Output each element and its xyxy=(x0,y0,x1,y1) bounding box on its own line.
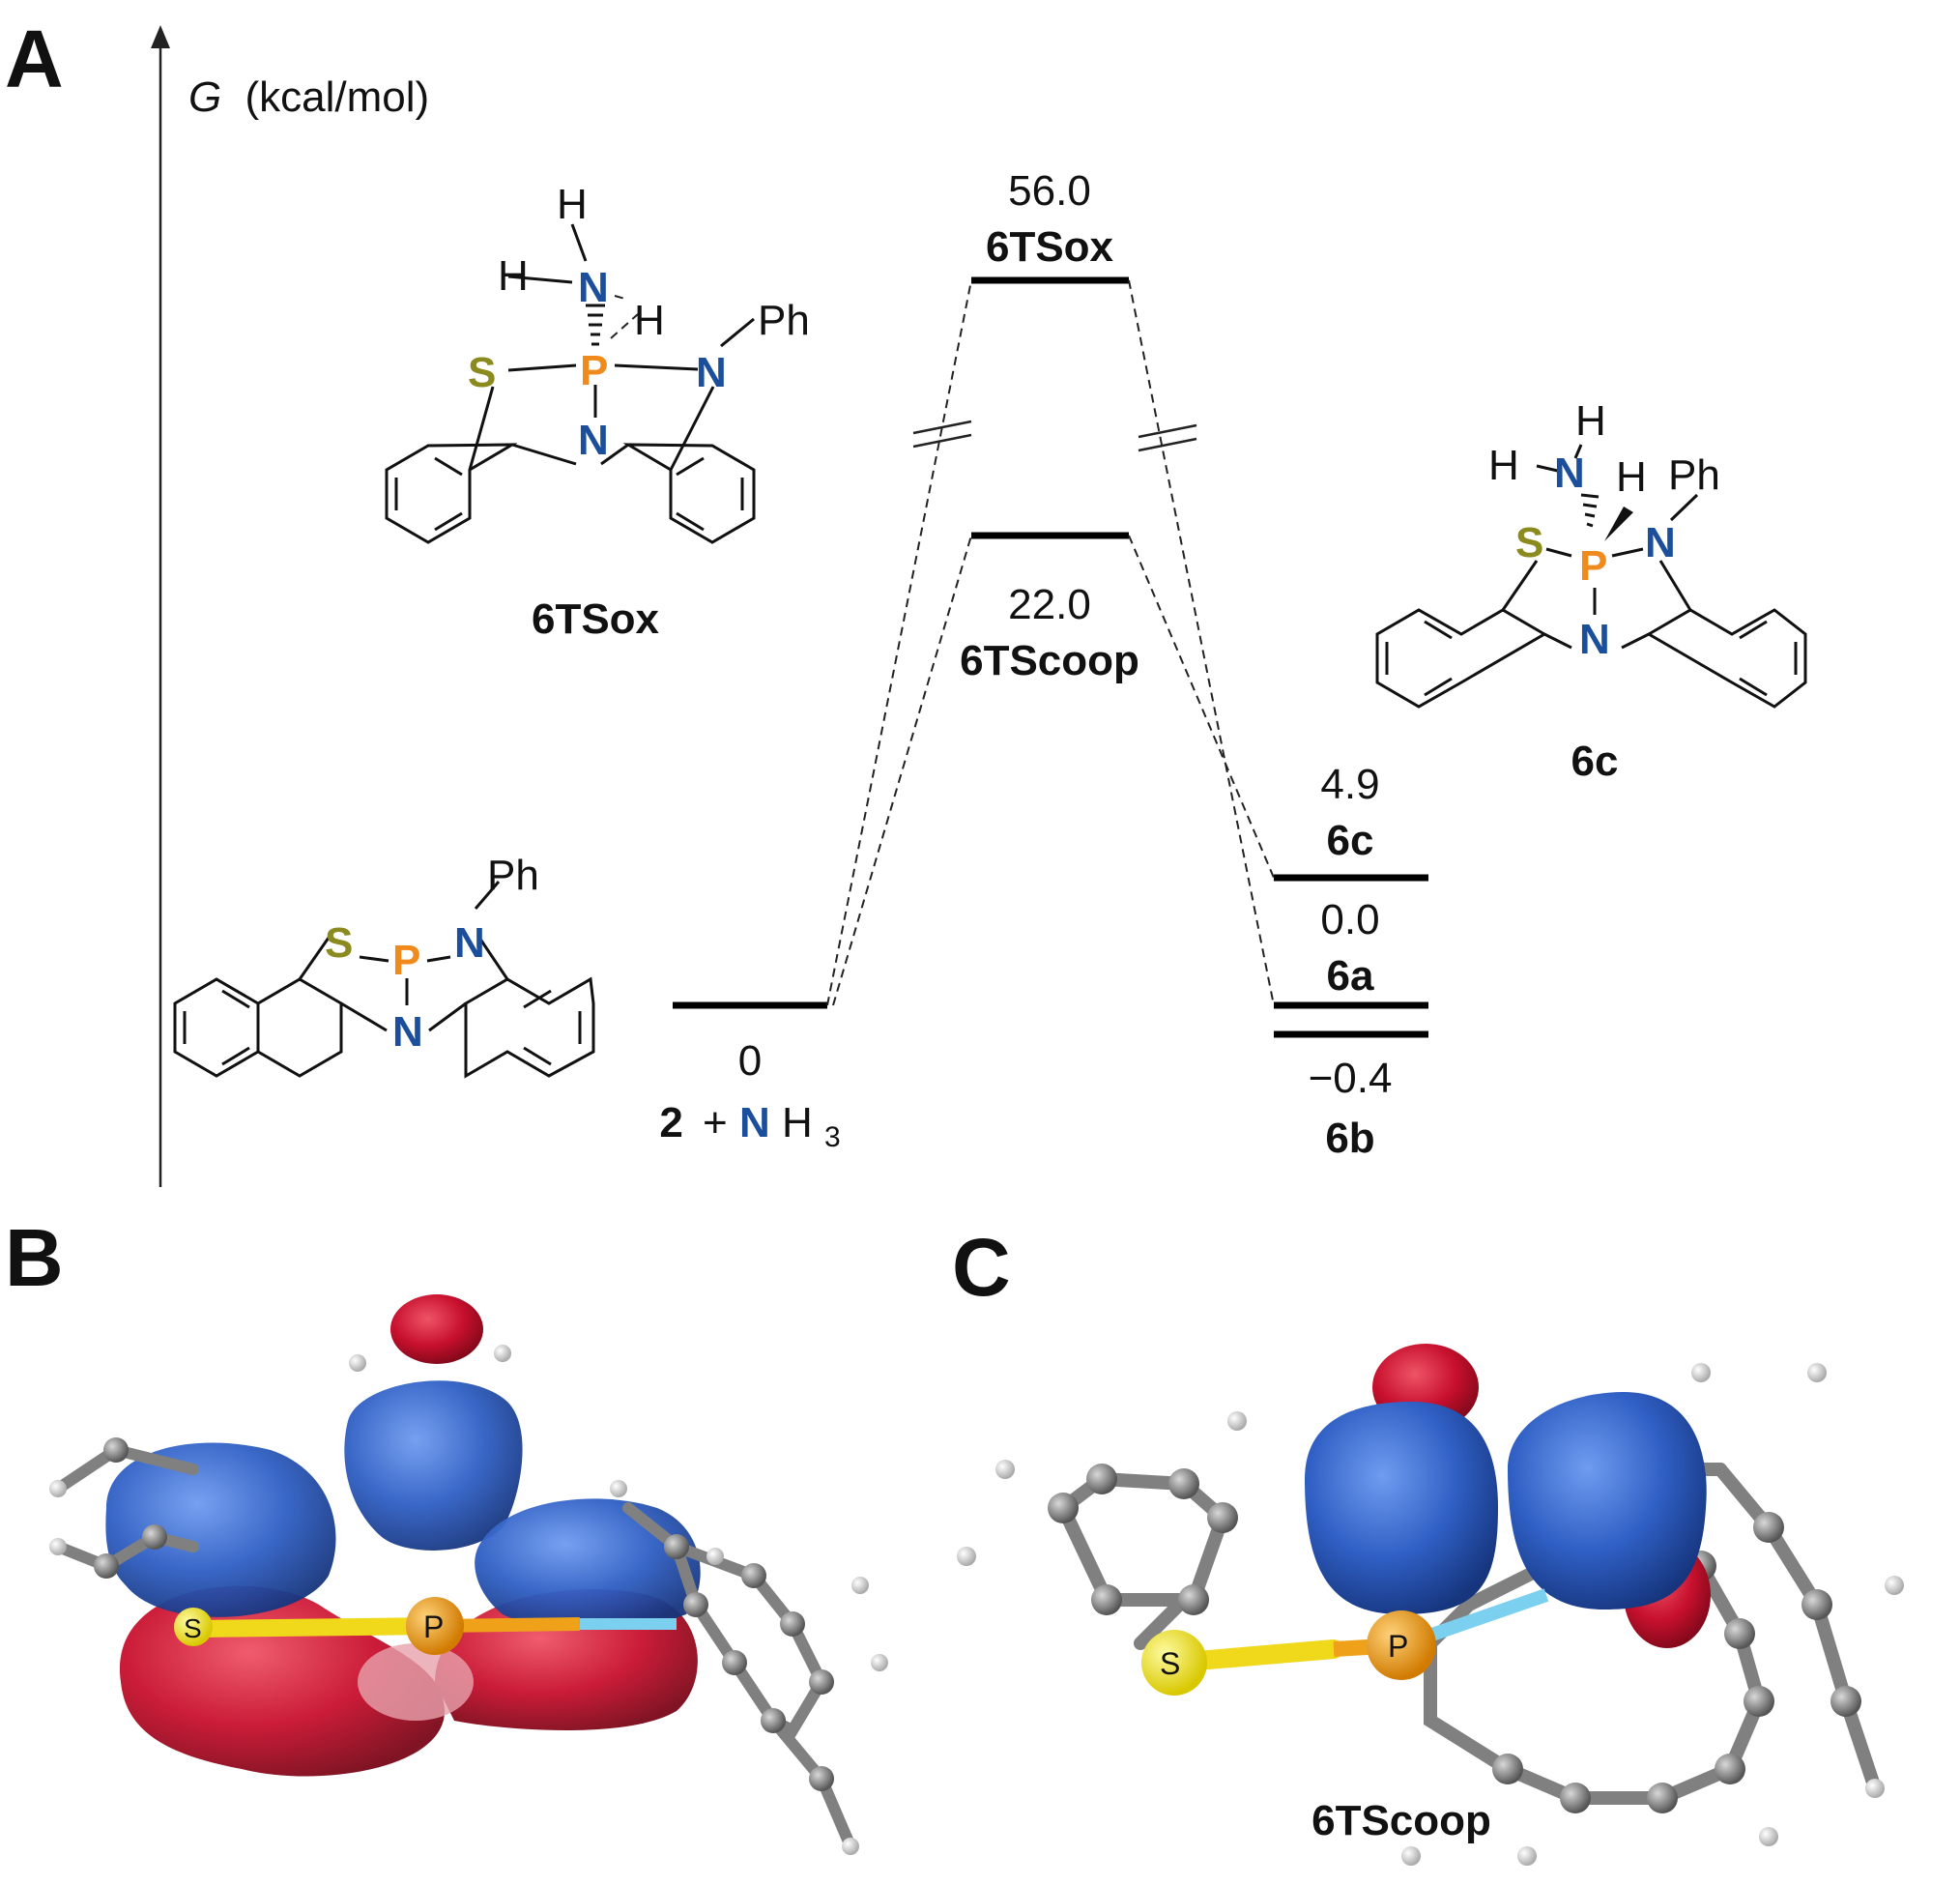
orbital-lobe-positive xyxy=(105,1442,336,1617)
phosphorus-atom xyxy=(1367,1610,1436,1680)
atom-H: H xyxy=(1616,453,1647,501)
sulfur-atom xyxy=(174,1608,213,1646)
atom-Ph: Ph xyxy=(487,852,539,899)
axis-label: G (kcal/mol) xyxy=(188,73,429,121)
panel-c-caption: 6TScoop xyxy=(1311,1797,1491,1844)
atom-Ph: Ph xyxy=(1668,451,1720,499)
panel-label-a: A xyxy=(5,14,64,104)
axis-label-symbol: G xyxy=(188,73,221,121)
path-6TScoop-6c xyxy=(1128,535,1275,879)
orbital-lobe-negative-top xyxy=(390,1294,483,1364)
atom-N: N xyxy=(578,417,609,464)
structure-2: Ph S P N N xyxy=(173,852,595,1079)
break-mark-left xyxy=(912,420,972,449)
energy-axis: G (kcal/mol) xyxy=(151,25,429,1187)
orbital-lobe-positive xyxy=(1305,1402,1498,1614)
atom-Ph: Ph xyxy=(758,297,810,344)
atom-S: S xyxy=(325,919,353,967)
atom-P: P xyxy=(580,347,608,394)
orbital-render-b: S P xyxy=(49,1294,888,1855)
atom-H: H xyxy=(1575,397,1606,445)
orbital-lobe-positive xyxy=(1508,1392,1707,1610)
name-6TSox: 6TSox xyxy=(986,223,1114,271)
atom-P: P xyxy=(1579,542,1607,590)
name-6b: 6b xyxy=(1325,1115,1374,1162)
panel-label-b: B xyxy=(5,1212,64,1303)
atom-S: S xyxy=(468,349,496,396)
atom-N: N xyxy=(1554,450,1585,497)
atom-N: N xyxy=(1579,616,1610,663)
value-6TSox: 56.0 xyxy=(1008,167,1091,215)
phosphorus-atom xyxy=(406,1597,464,1655)
axis-label-unit: (kcal/mol) xyxy=(245,73,429,121)
panel-label-c: C xyxy=(952,1222,1011,1313)
axis-arrow-icon xyxy=(151,25,170,48)
atom-H: H xyxy=(1488,442,1519,489)
atom-N: N xyxy=(696,349,727,396)
wedge-bond xyxy=(1604,507,1633,541)
structure-6TSox: H H N H Ph S P N N 6TSox xyxy=(385,181,810,643)
energy-levels xyxy=(673,276,1428,1038)
reaction-paths xyxy=(826,279,1275,1006)
atom-H: H xyxy=(498,252,529,300)
atom-P: P xyxy=(1388,1629,1408,1664)
name-start: 2 + N H 3 xyxy=(659,1099,840,1153)
value-6a: 0.0 xyxy=(1320,896,1379,943)
structure-caption-6c: 6c xyxy=(1571,738,1619,785)
atom-N: N xyxy=(454,919,485,967)
name-6c: 6c xyxy=(1327,817,1374,864)
path-6TSox-6a xyxy=(1128,279,1275,1006)
atom-H: H xyxy=(634,297,665,344)
atom-S: S xyxy=(1515,519,1543,566)
atom-S: S xyxy=(184,1613,202,1643)
path-start-6TSox xyxy=(826,279,972,1006)
atom-N: N xyxy=(1645,519,1676,566)
atom-P: P xyxy=(392,937,420,984)
orbital-lobe-positive xyxy=(475,1498,701,1629)
atom-S: S xyxy=(1160,1646,1180,1681)
value-6c: 4.9 xyxy=(1320,761,1379,808)
atom-P: P xyxy=(423,1610,444,1644)
atom-H: H xyxy=(557,181,588,228)
orbital-render-c: S P xyxy=(957,1344,1904,1866)
value-6b: −0.4 xyxy=(1309,1055,1393,1102)
structure-6c: H H N H Ph S P N N 6c xyxy=(1375,397,1807,785)
value-6TScoop: 22.0 xyxy=(1008,581,1091,628)
value-start: 0 xyxy=(738,1037,762,1085)
structure-caption-6TSox: 6TSox xyxy=(532,595,660,643)
orbital-lobe-positive xyxy=(344,1380,523,1551)
path-start-6TScoop xyxy=(832,535,972,1006)
break-mark-right xyxy=(1138,423,1197,452)
sulfur-atom xyxy=(1141,1630,1207,1696)
name-6a: 6a xyxy=(1327,952,1374,1000)
atom-N: N xyxy=(392,1008,423,1056)
atom-N: N xyxy=(578,264,609,311)
name-6TScoop: 6TScoop xyxy=(960,637,1139,684)
